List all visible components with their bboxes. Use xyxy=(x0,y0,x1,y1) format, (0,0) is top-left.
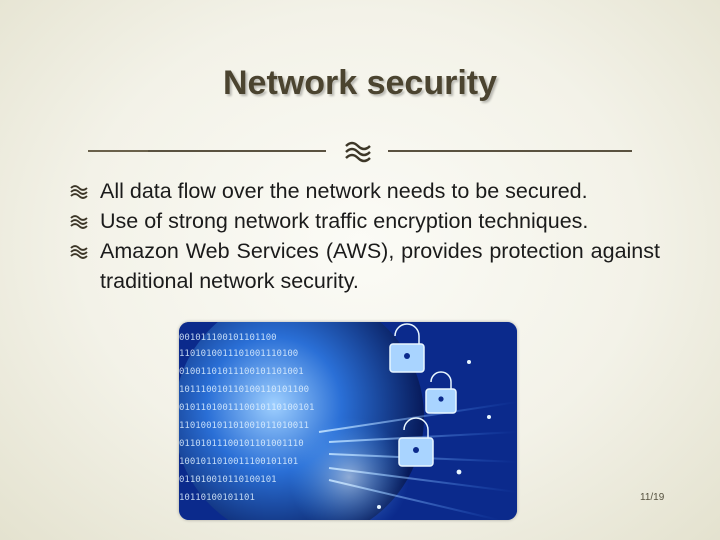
wave-bullet-icon xyxy=(70,185,88,199)
svg-text:10110100101101: 10110100101101 xyxy=(179,493,255,503)
svg-text:101110010110100110101100: 101110010110100110101100 xyxy=(179,385,309,395)
svg-text:0101101001110010110100101: 0101101001110010110100101 xyxy=(179,403,314,413)
divider-line-left xyxy=(88,150,326,152)
svg-text:001011100101101100: 001011100101101100 xyxy=(179,333,277,343)
title-divider xyxy=(88,138,632,164)
svg-text:01001101011100101101001: 01001101011100101101001 xyxy=(179,367,304,377)
divider-line-right xyxy=(388,150,632,152)
bullet-item: Amazon Web Services (AWS), provides prot… xyxy=(70,236,660,296)
bullet-text: All data flow over the network needs to … xyxy=(100,179,588,203)
wave-ornament-icon xyxy=(345,141,371,163)
svg-text:110100101101001011010011: 110100101101001011010011 xyxy=(179,421,309,431)
page-number: 11/19 xyxy=(640,492,665,503)
svg-text:1101010011101001110100: 1101010011101001110100 xyxy=(179,349,298,359)
wave-bullet-icon xyxy=(70,215,88,229)
bullet-text: Amazon Web Services (AWS), provides prot… xyxy=(100,239,660,293)
network-security-image: 001011100101101100 110101001110100111010… xyxy=(179,322,517,520)
slide-title: Network security xyxy=(223,64,497,102)
svg-text:011010010110100101: 011010010110100101 xyxy=(179,475,277,485)
digital-globe-padlock-icon: 001011100101101100 110101001110100111010… xyxy=(179,322,517,520)
divider-line-stub xyxy=(88,150,148,152)
svg-text:1001011010011100101101: 1001011010011100101101 xyxy=(179,457,298,467)
bullet-item: All data flow over the network needs to … xyxy=(70,176,660,206)
bullet-item: Use of strong network traffic encryption… xyxy=(70,206,660,236)
bullet-list: All data flow over the network needs to … xyxy=(70,176,660,296)
bullet-text: Use of strong network traffic encryption… xyxy=(100,209,589,233)
svg-text:01101011100101101001110: 01101011100101101001110 xyxy=(179,439,304,449)
wave-bullet-icon xyxy=(70,245,88,259)
